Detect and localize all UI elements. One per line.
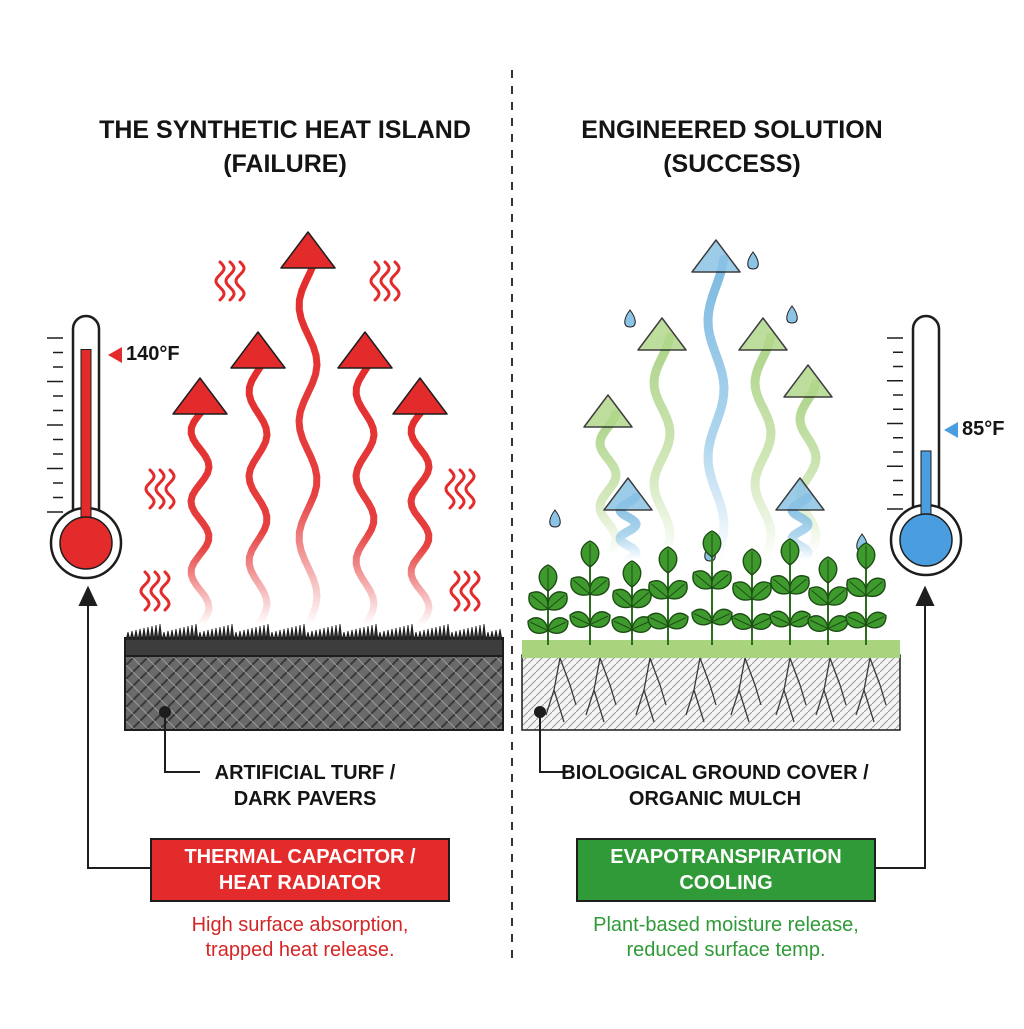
left-temp-pointer <box>108 347 122 363</box>
heat-shimmer-icon <box>139 570 171 612</box>
thermometer-hot-icon <box>47 314 123 580</box>
heat-shimmer-icon <box>449 570 481 612</box>
thermometer-cool-icon <box>887 314 963 577</box>
plant-icon <box>611 560 653 645</box>
cool-air-arrow-icon <box>603 477 653 565</box>
right-leader-lines <box>534 585 935 869</box>
artificial-turf-surface <box>124 623 504 731</box>
left-label-box: THERMAL CAPACITOR / HEAT RADIATOR <box>150 838 450 902</box>
heat-arrow-group <box>172 231 448 629</box>
left-surface-label: ARTIFICIAL TURF / DARK PAVERS <box>214 762 396 810</box>
plant-icon <box>647 546 689 645</box>
right-description: Plant-based moisture release, reduced su… <box>593 914 859 961</box>
left-title: THE SYNTHETIC HEAT ISLAND (FAILURE) <box>99 116 471 178</box>
cool-air-arrow-group <box>583 239 833 565</box>
water-droplet-icon <box>549 509 561 528</box>
heat-arrow-icon <box>337 331 393 629</box>
left-description: High surface absorption, trapped heat re… <box>191 914 409 961</box>
plant-icon <box>527 564 569 645</box>
heat-arrow-icon <box>280 231 336 629</box>
plant-icon <box>845 542 887 645</box>
plant-icon <box>769 538 811 645</box>
heat-arrow-icon <box>392 377 448 629</box>
right-title: ENGINEERED SOLUTION (SUCCESS) <box>581 116 883 178</box>
heat-shimmer-group <box>139 260 481 612</box>
water-droplet-icon <box>786 305 798 324</box>
heat-shimmer-icon <box>214 260 246 302</box>
heat-shimmer-icon <box>369 260 401 302</box>
heat-arrow-icon <box>230 331 286 629</box>
cool-air-arrow-icon <box>738 317 788 565</box>
cool-air-arrow-icon <box>583 394 633 560</box>
cool-air-arrow-icon <box>783 364 833 560</box>
plant-icon <box>731 548 773 645</box>
plant-icon <box>691 530 733 645</box>
water-droplet-icon <box>624 309 636 328</box>
water-droplet-icon <box>747 251 759 270</box>
left-temperature: 140°F <box>126 343 180 365</box>
left-leader-lines <box>78 585 200 869</box>
right-temperature: 85°F <box>962 418 1005 440</box>
heat-shimmer-icon <box>144 468 176 510</box>
organic-mulch-surface <box>521 530 901 731</box>
right-temp-pointer <box>944 422 958 438</box>
plant-icon <box>807 556 849 645</box>
plant-icon <box>569 540 611 645</box>
heat-arrow-icon <box>172 377 228 629</box>
heat-shimmer-icon <box>444 468 476 510</box>
right-label-box: EVAPOTRANSPIRATION COOLING <box>576 838 876 902</box>
plant-icon-group <box>527 530 887 645</box>
cool-air-arrow-icon <box>637 317 687 565</box>
cool-air-arrow-icon <box>775 477 825 565</box>
right-surface-label: BIOLOGICAL GROUND COVER / ORGANIC MULCH <box>561 762 869 810</box>
cool-air-arrow-icon <box>691 239 741 565</box>
